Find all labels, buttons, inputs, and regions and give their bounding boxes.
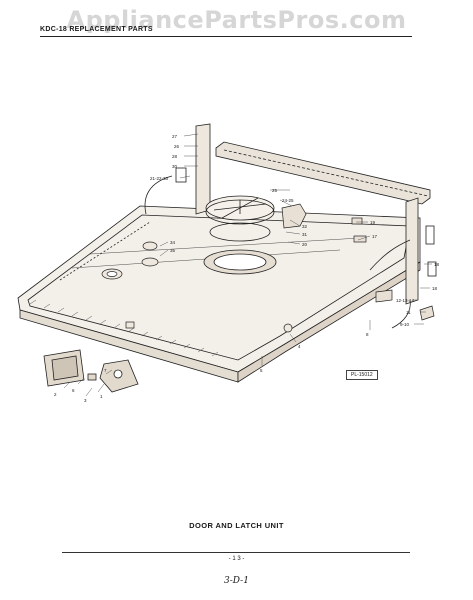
- spray-arm-assembly: [203, 195, 277, 275]
- callout-34: 34: [170, 240, 176, 245]
- handwritten-note: 3-D-1: [224, 576, 249, 586]
- panel-edge-texture: [29, 299, 219, 357]
- diagram-caption: DOOR AND LATCH UNIT: [189, 521, 284, 530]
- callout-26-top: 26: [174, 144, 180, 149]
- footer-rule: [62, 552, 410, 553]
- callout-24-25: 24-25: [282, 198, 294, 203]
- callout-2: 2: [54, 392, 57, 397]
- callout-18-b: 18: [432, 286, 438, 291]
- callout-25: 25: [272, 188, 278, 193]
- page-number: - 1 3 -: [228, 556, 245, 562]
- callout-8: 8: [366, 332, 369, 337]
- callout-4-right: 4: [298, 344, 301, 349]
- callout-5-right: 5: [260, 368, 263, 373]
- header-rule: [40, 36, 412, 37]
- callout-31: 31: [302, 232, 308, 237]
- callout-7: 7: [104, 368, 107, 373]
- callout-6: 6: [72, 388, 75, 393]
- watermark: AppliancePartsPros.com: [66, 6, 407, 34]
- callout-20: 20: [302, 242, 308, 247]
- top-hinge-rail: [215, 141, 431, 205]
- leader-lines: [63, 133, 432, 397]
- page-header-title: KDC-18 REPLACEMENT PARTS: [40, 26, 153, 33]
- diagram-reference-code: PL-15012: [346, 370, 378, 380]
- callout-9-10: 9-10: [400, 322, 410, 327]
- callout-21-22-33: 21-22-33: [150, 176, 169, 181]
- callout-labels: 27 26 28 30 21-22-33 25 24-25 19 17 32 3…: [54, 134, 440, 403]
- callout-11: 11: [406, 310, 411, 315]
- callout-19: 19: [370, 220, 376, 225]
- callout-3: 3: [84, 398, 87, 403]
- callout-35: 35: [170, 248, 176, 253]
- latch-bracket: [281, 203, 435, 321]
- callout-30: 30: [172, 164, 178, 169]
- panel-fittings: [101, 241, 293, 333]
- callout-12-13-14: 12-13-14: [396, 298, 415, 303]
- callout-17: 17: [372, 234, 378, 239]
- latch-unit-exploded: [43, 349, 139, 393]
- callout-27: 27: [172, 134, 178, 139]
- callout-18-a: 18: [434, 262, 440, 267]
- callout-28: 28: [172, 154, 178, 159]
- left-hinge-arm: [144, 123, 211, 215]
- callout-32: 32: [302, 224, 308, 229]
- callout-1: 1: [100, 394, 103, 399]
